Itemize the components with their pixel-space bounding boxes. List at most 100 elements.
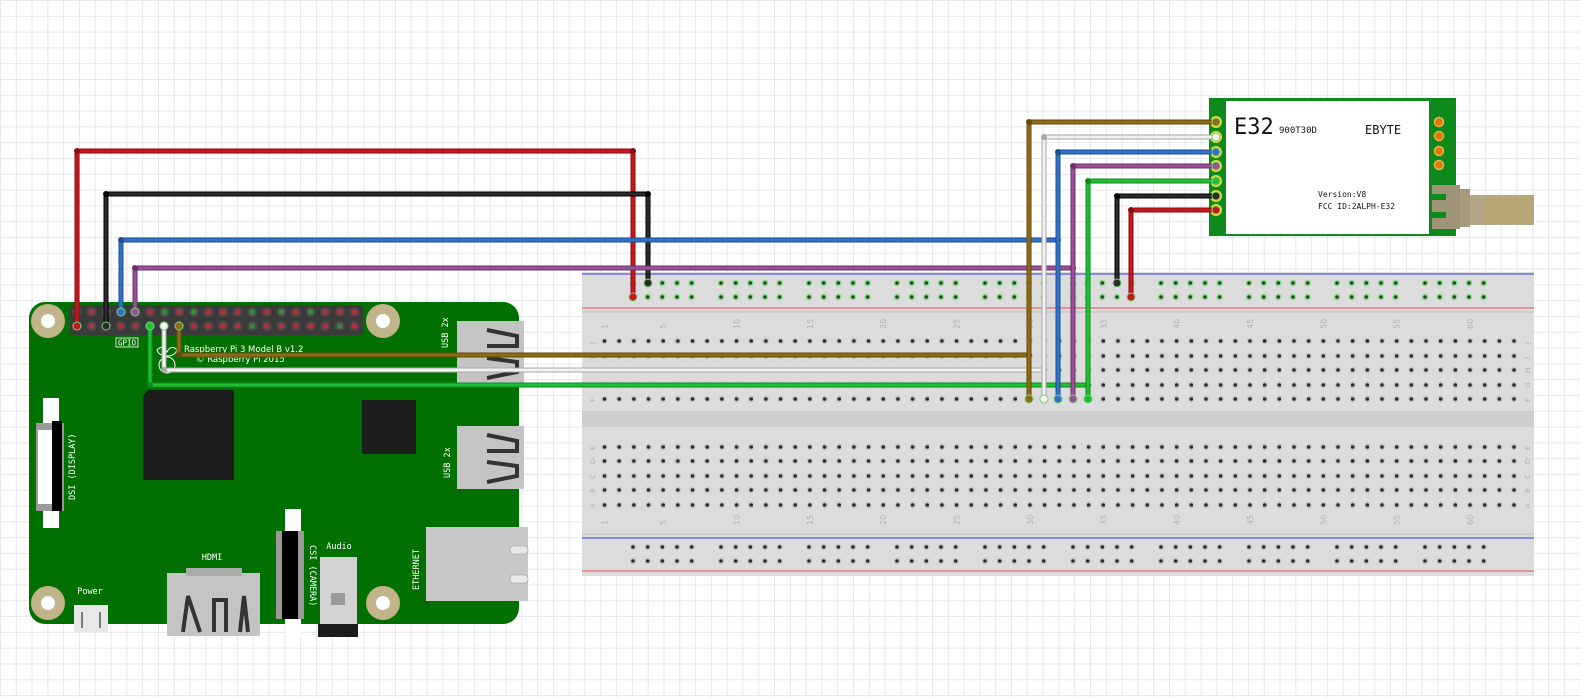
gpio-pin[interactable]	[278, 323, 284, 329]
usb-port-bottom[interactable]	[457, 426, 524, 489]
rail-hole-center	[821, 559, 826, 563]
gpio-pin[interactable]	[351, 309, 357, 315]
gpio-pin[interactable]	[162, 309, 168, 315]
breadboard-hole-center	[998, 397, 1003, 401]
breadboard-hole-center	[690, 459, 695, 463]
gpio-pin[interactable]	[322, 323, 328, 329]
wire-e32-black[interactable]	[1112, 191, 1221, 288]
gpio-pin[interactable]	[220, 309, 226, 315]
wires[interactable]	[72, 117, 1221, 404]
breadboard-hole-center	[1424, 397, 1428, 401]
gpio-pin[interactable]	[278, 309, 284, 315]
gpio-pin[interactable]	[191, 309, 197, 315]
rail-hole-center	[895, 295, 899, 299]
breadboard-hole-center	[1262, 445, 1267, 449]
gpio-pin[interactable]	[264, 323, 270, 329]
breadboard-hole-center	[1116, 383, 1120, 387]
gpio-pin[interactable]	[205, 323, 211, 329]
wire-bend	[176, 352, 182, 358]
dsi-connector[interactable]	[36, 398, 64, 528]
e32-lora-module[interactable]: E32 900T30D EBYTE Version:V8 FCC ID:2ALP…	[1209, 98, 1534, 236]
gpio-pin[interactable]	[337, 323, 343, 329]
rail-hole-center	[1276, 281, 1281, 285]
gpio-pin[interactable]	[337, 309, 343, 315]
breadboard-hole-center	[1380, 383, 1384, 387]
breadboard-hole-center	[705, 339, 709, 343]
gpio-pin[interactable]	[147, 309, 153, 315]
breadboard-hole-center	[617, 459, 621, 463]
rail-hole-center	[1349, 559, 1354, 563]
breadboard-hole-center	[1130, 383, 1135, 387]
gpio-pin[interactable]	[191, 323, 197, 329]
breadboard-hole-center	[1292, 474, 1296, 478]
hdmi-port[interactable]	[167, 568, 260, 636]
audio-jack[interactable]	[318, 557, 358, 637]
rail-hole-center	[1261, 559, 1266, 563]
gpio-pin[interactable]	[249, 309, 255, 315]
rail-hole-center	[997, 281, 1002, 285]
e32-model: 900T30D	[1279, 126, 1317, 136]
gpio-pin[interactable]	[249, 323, 255, 329]
gpio-pin[interactable]	[308, 323, 314, 329]
gpio-pin[interactable]	[205, 309, 211, 315]
breadboard-hole-center	[1497, 339, 1502, 343]
breadboard-hole-center	[896, 474, 900, 478]
gpio-pin[interactable]	[132, 323, 138, 329]
gpio-pin[interactable]	[264, 309, 270, 315]
breadboard-hole-center	[1350, 459, 1355, 463]
breadboard-hole-center	[1409, 474, 1414, 478]
antenna-connector[interactable]	[1432, 185, 1534, 229]
breadboard-hole-center	[646, 503, 651, 507]
ethernet-port[interactable]	[426, 527, 529, 601]
breadboard-hole-center	[720, 397, 724, 401]
gpio-pin[interactable]	[235, 309, 241, 315]
wire-red-power[interactable]	[72, 148, 638, 331]
breadboard-hole-center	[822, 474, 827, 478]
breadboard-hole-center	[1380, 397, 1384, 401]
breadboard-hole-center	[602, 474, 607, 478]
csi-connector[interactable]	[276, 509, 304, 636]
breadboard-hole-center	[881, 474, 886, 478]
breadboard-hole-center	[1409, 397, 1414, 401]
breadboard-hole-center	[734, 474, 739, 478]
breadboard-hole-center	[1233, 354, 1238, 358]
breadboard-hole-center	[808, 459, 812, 463]
breadboard-hole-center	[1042, 445, 1047, 449]
breadboard-hole-center	[1204, 445, 1208, 449]
gpio-pin[interactable]	[89, 309, 95, 315]
breadboard-hole-center	[1218, 488, 1223, 492]
gpio-pin[interactable]	[293, 323, 299, 329]
gpio-pin[interactable]	[176, 309, 182, 315]
gpio-pin[interactable]	[322, 309, 328, 315]
breadboard-hole-center	[1306, 474, 1311, 478]
wire-e32-red[interactable]	[1126, 205, 1221, 302]
power-port[interactable]	[74, 605, 108, 632]
breadboard-hole-center	[954, 397, 959, 401]
gpio-pin[interactable]	[235, 323, 241, 329]
wire-e32-blue[interactable]	[1053, 147, 1221, 404]
breadboard-hole-center	[1233, 339, 1238, 343]
gpio-pin[interactable]	[220, 323, 226, 329]
gpio-pin[interactable]	[351, 323, 357, 329]
wire-bend	[161, 367, 167, 373]
breadboard-hole-center	[1233, 368, 1238, 372]
breadboard-hole-center	[617, 397, 621, 401]
wire-e32-white[interactable]	[1039, 132, 1221, 404]
breadboard-hole-center	[1116, 368, 1120, 372]
wire-e32-brown[interactable]	[1024, 117, 1221, 404]
rail-hole-center	[763, 295, 767, 299]
gpio-pin[interactable]	[293, 309, 299, 315]
gpio-pin[interactable]	[118, 323, 124, 329]
wire-e32-green[interactable]	[1083, 176, 1221, 404]
breadboard-hole-center	[1482, 488, 1487, 492]
gpio-pin[interactable]	[89, 323, 95, 329]
breadboard-hole-center	[1394, 397, 1399, 401]
rail-hole-center	[983, 559, 987, 563]
rail-hole-center	[1276, 545, 1281, 549]
breadboard-hole-center	[1497, 503, 1502, 507]
rail-hole-center	[1423, 559, 1427, 563]
raspberry-pi-board[interactable]: GPIO Raspberry Pi 3 Model B v1.2 © Raspb…	[29, 302, 529, 637]
gpio-pin[interactable]	[308, 309, 314, 315]
rail-hole-center	[1247, 281, 1251, 285]
wire-e32-purple[interactable]	[1068, 161, 1221, 404]
